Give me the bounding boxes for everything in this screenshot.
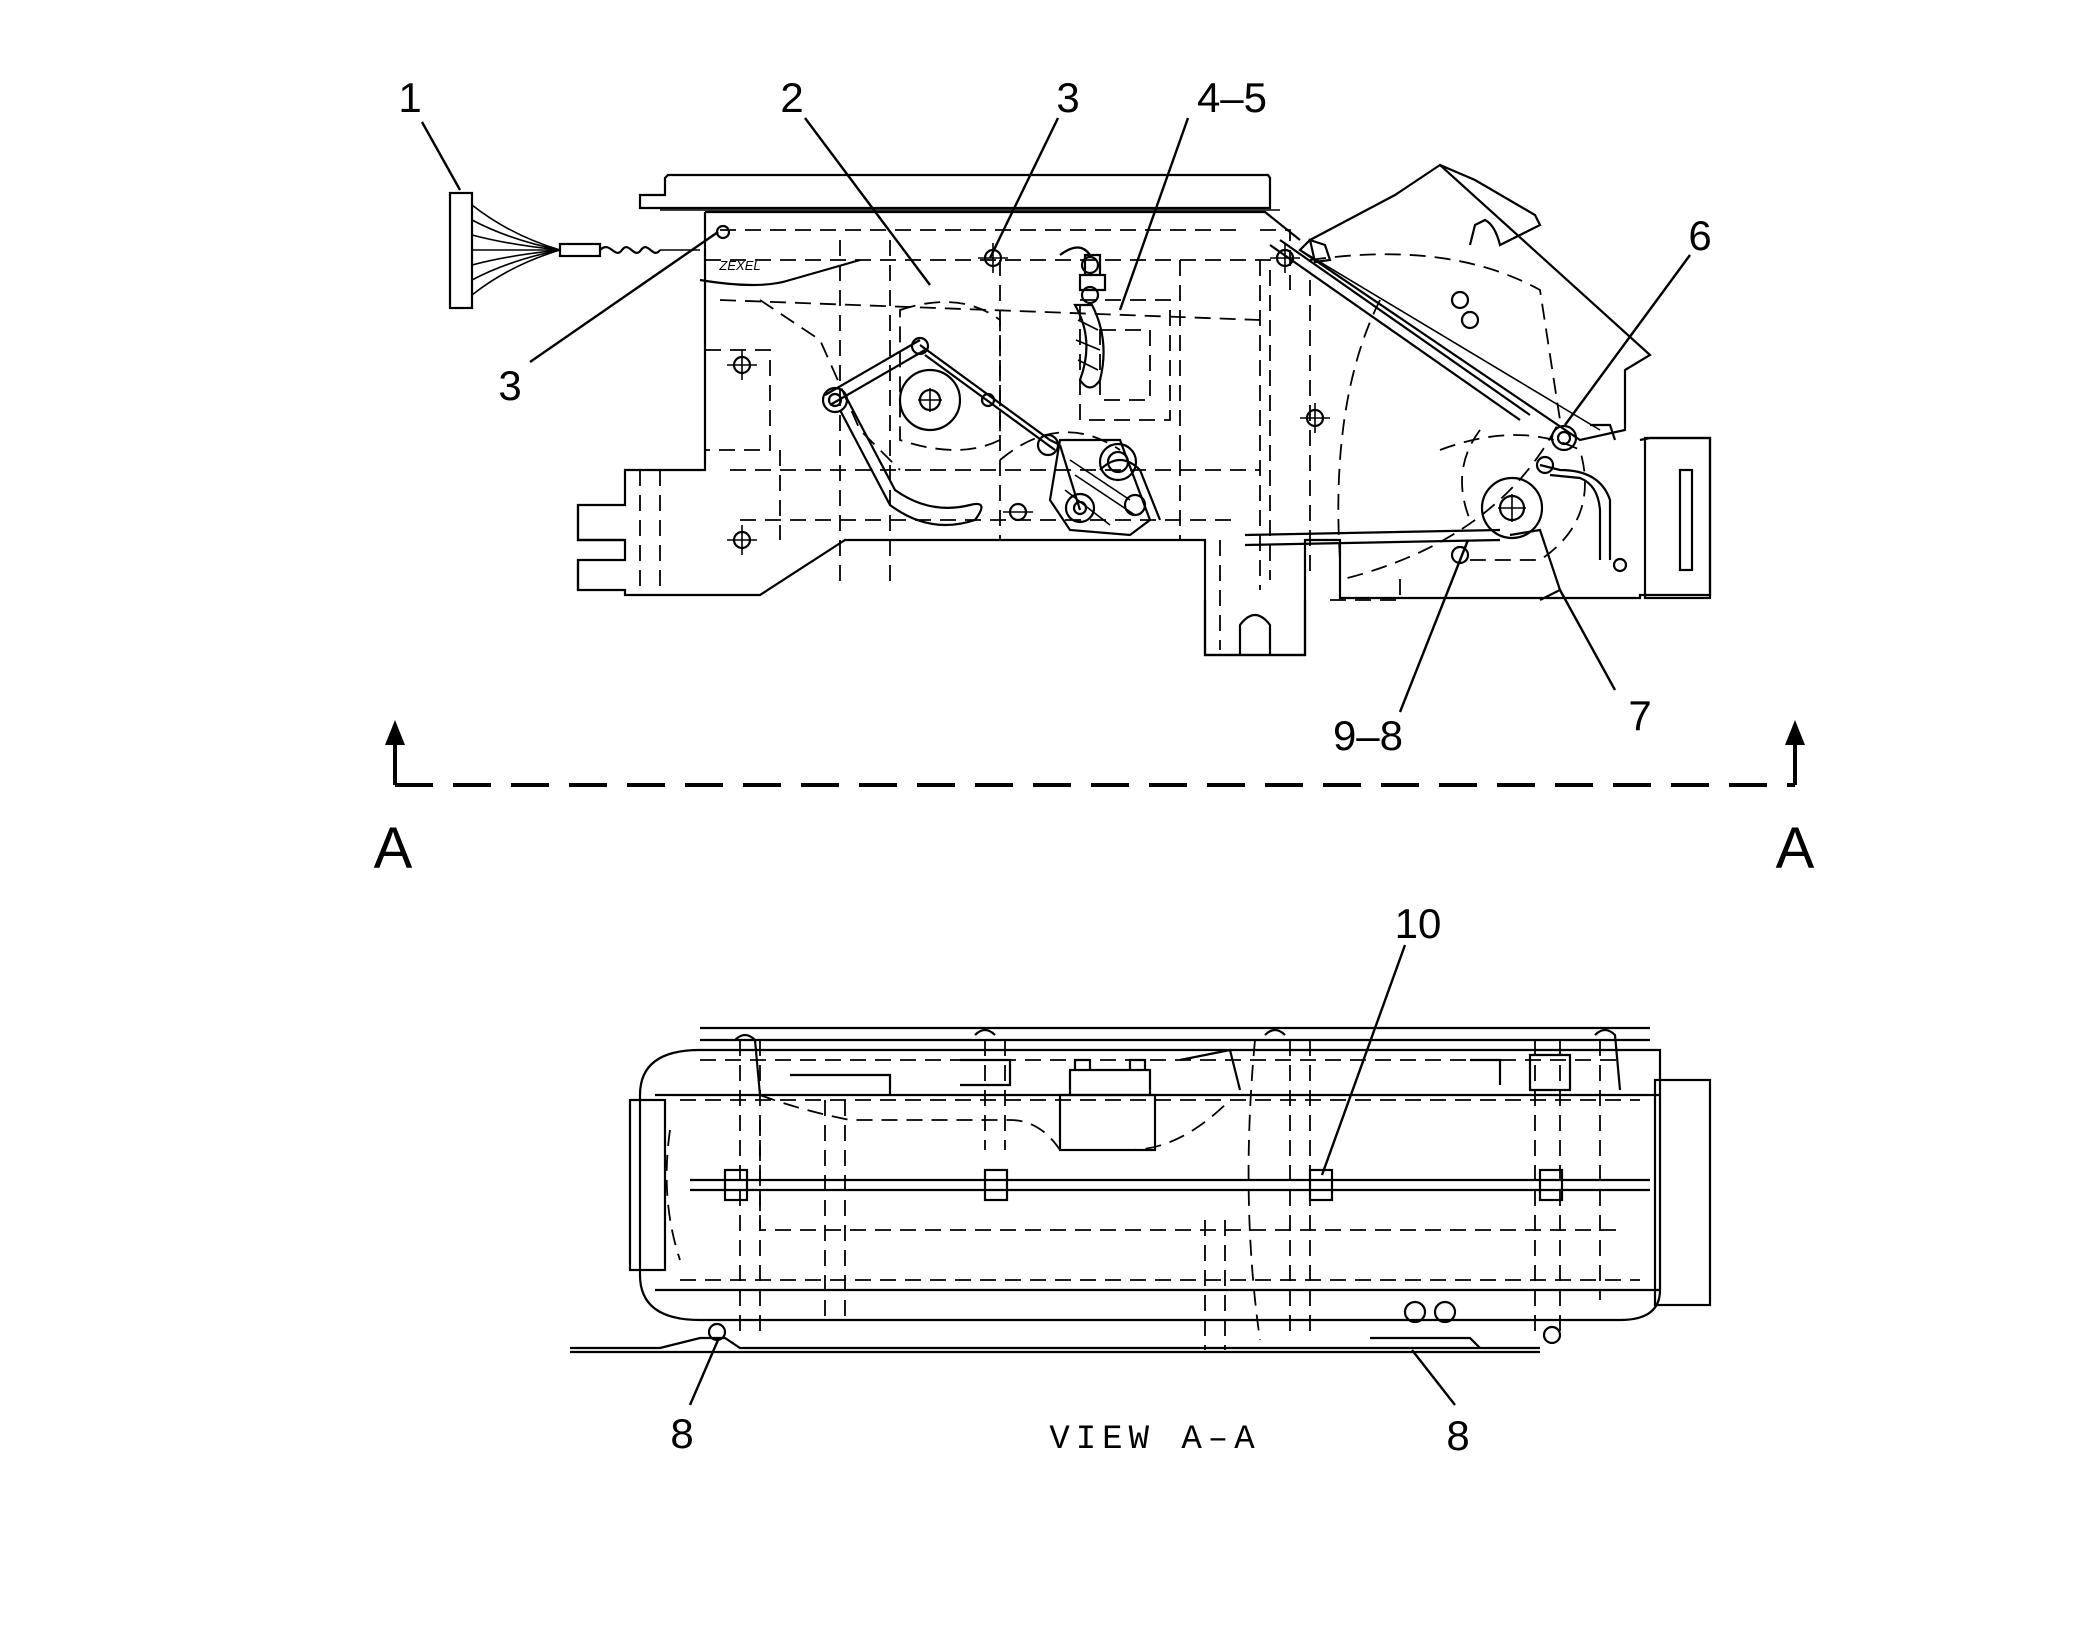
pivot-icon: [918, 388, 942, 412]
callout-3-top: 3: [1056, 74, 1079, 121]
hidden-internal-lines: [639, 229, 1586, 650]
actuator-housing: [1298, 163, 1652, 442]
view-title: VIEW A–A: [1049, 1421, 1260, 1459]
screw-icon: [1003, 502, 1033, 522]
clip: [983, 1168, 1009, 1202]
center-actuator: [1048, 246, 1152, 537]
section-line-a-a: [385, 720, 1805, 787]
callout-10: 10: [1395, 900, 1442, 947]
connector-block: [448, 191, 474, 310]
connector-label: ZEXEL: [718, 258, 760, 273]
callout-8-left: 8: [670, 1410, 693, 1457]
callout-9-8: 9–8: [1333, 712, 1403, 759]
main-housing: [576, 212, 1712, 657]
section-view-a-a: [570, 1026, 1712, 1354]
mounting-tab: [1203, 600, 1307, 657]
callout-1: 1: [398, 74, 421, 121]
pivot-icon: [1498, 494, 1526, 522]
clip-item-10: [1308, 1168, 1334, 1202]
callout-leaders: [420, 117, 1691, 1406]
section-actuator: [734, 1028, 1622, 1152]
screw-icon: [1270, 243, 1300, 273]
callout-6: 6: [1688, 212, 1711, 259]
callout-4-5: 4–5: [1197, 74, 1267, 121]
callout-8-right: 8: [1446, 1412, 1469, 1459]
wire-harness: [471, 204, 700, 296]
linkage-arms: [699, 239, 1612, 601]
top-plate: [638, 173, 1272, 210]
top-view-assembly: [448, 163, 1712, 657]
callout-2: 2: [780, 74, 803, 121]
clip: [723, 1168, 749, 1202]
screw-icon: [978, 243, 1008, 273]
screw-icon: [727, 350, 757, 380]
callout-7: 7: [1628, 692, 1651, 739]
section-letter-right: A: [1776, 816, 1815, 881]
hidden-internal-lines-section: [665, 1039, 1640, 1350]
housing-shell: [638, 1048, 1662, 1322]
clip: [1538, 1168, 1564, 1202]
screw-icon: [1300, 403, 1330, 433]
fasteners-top: [715, 224, 1628, 573]
screw-icon: [727, 525, 757, 555]
section-letter-left: A: [374, 816, 413, 881]
callout-3-left: 3: [498, 362, 521, 409]
